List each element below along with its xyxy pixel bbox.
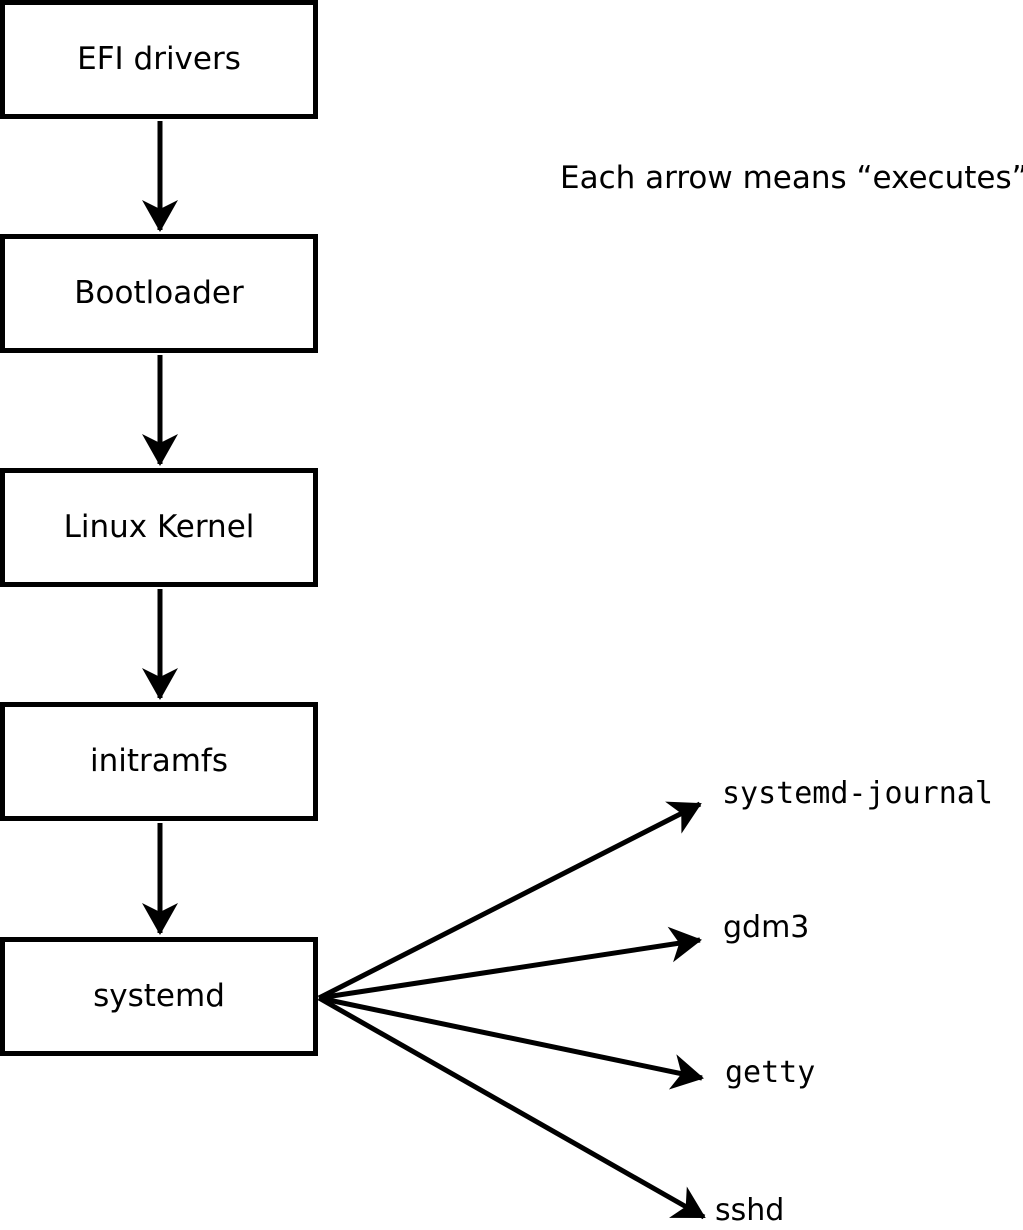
node-systemd-label: systemd bbox=[93, 978, 225, 1014]
node-systemd: systemd bbox=[0, 937, 318, 1056]
node-initramfs-label: initramfs bbox=[89, 743, 229, 779]
node-efi-drivers-label: EFI drivers bbox=[77, 41, 241, 77]
arrow-systemd-to-getty bbox=[318, 995, 704, 1090]
node-bootloader-label: Bootloader bbox=[74, 275, 244, 311]
label-systemd-journal: systemd-journal bbox=[722, 776, 993, 811]
node-linux-kernel-label: Linux Kernel bbox=[63, 509, 255, 545]
node-linux-kernel: Linux Kernel bbox=[0, 468, 318, 587]
label-gdm3: gdm3 bbox=[723, 910, 810, 945]
node-bootloader: Bootloader bbox=[0, 234, 318, 353]
node-initramfs: initramfs bbox=[0, 702, 318, 821]
arrow-systemd-to-journal bbox=[317, 801, 702, 1001]
arrow-systemd-to-sshd bbox=[317, 995, 706, 1220]
label-sshd: sshd bbox=[715, 1193, 785, 1228]
arrow-systemd-to-gdm3 bbox=[318, 926, 702, 1001]
node-efi-drivers: EFI drivers bbox=[0, 0, 318, 119]
label-getty: getty bbox=[725, 1055, 816, 1090]
arrow-meaning-note: Each arrow means “executes”. bbox=[560, 160, 1023, 196]
